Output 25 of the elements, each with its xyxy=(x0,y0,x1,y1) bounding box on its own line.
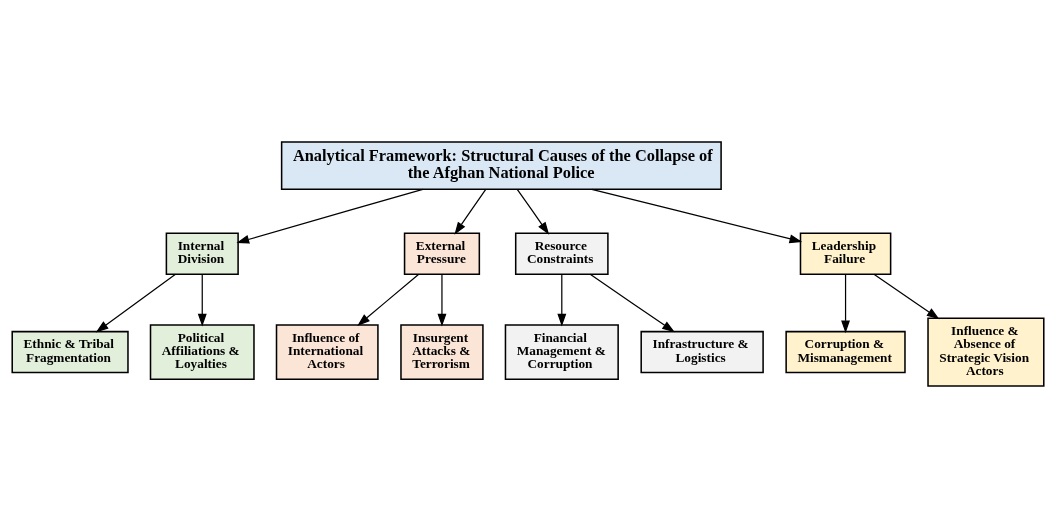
node-box: Financial Management & Corruption xyxy=(504,324,619,380)
arrow xyxy=(357,273,420,326)
node-box: Influence & Absence of Strategic Vision Actors xyxy=(927,317,1045,387)
arrow xyxy=(589,273,675,333)
arrow xyxy=(95,273,177,333)
node-box: Infrastructure & Logistics xyxy=(640,330,764,374)
arrow xyxy=(197,273,207,327)
node-box: Influence of International Actors xyxy=(275,324,379,380)
node-box: Internal Division xyxy=(165,232,239,275)
arrow xyxy=(557,273,567,327)
arrow xyxy=(591,188,803,244)
arrow xyxy=(873,273,940,320)
arrow xyxy=(236,188,424,244)
node-box: Leadership Failure xyxy=(799,232,892,275)
node-box: Analytical Framework: Structural Causes of the Collapse of the Afghan National Police xyxy=(280,141,722,190)
arrow xyxy=(437,273,447,327)
node-box: Resource Constraints xyxy=(514,232,609,275)
arrow xyxy=(454,188,487,235)
node-box: Political Affiliations & Loyalties xyxy=(149,324,255,380)
arrow xyxy=(516,188,550,235)
node-box: External Pressure xyxy=(403,232,481,275)
node-box: Insurgent Attacks & Terrorism xyxy=(400,324,484,380)
node-box: Ethnic & Tribal Fragmentation xyxy=(11,330,129,374)
node-box: Corruption & Mismanagement xyxy=(785,330,906,374)
arrow xyxy=(841,273,850,334)
